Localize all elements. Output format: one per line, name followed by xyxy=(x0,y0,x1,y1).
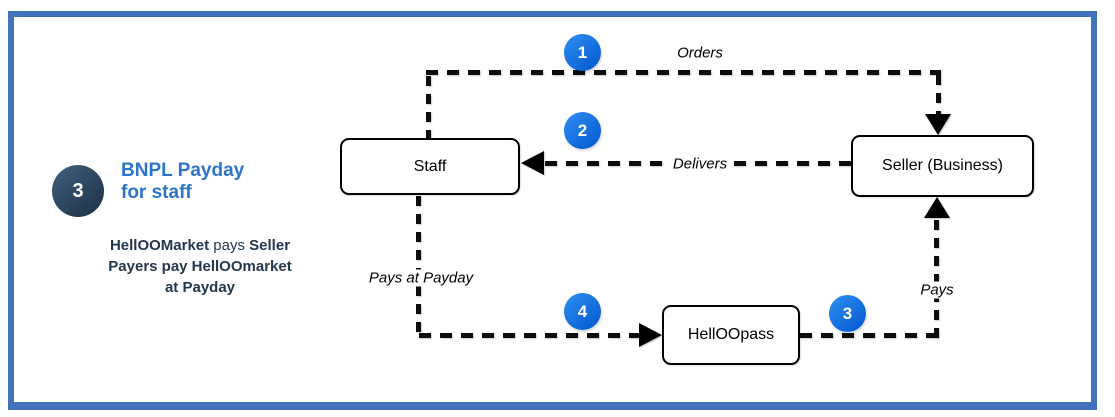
pays-arrowhead-icon xyxy=(924,197,950,218)
pays-edge-segment-vertical xyxy=(934,220,939,338)
legend-number-badge: 3 xyxy=(52,165,104,217)
step-badge-4: 4 xyxy=(564,293,601,330)
legend-description: HellOOMarket pays Seller Payers pay Hell… xyxy=(55,235,345,298)
orders-edge-segment-vertical-right xyxy=(936,75,941,117)
legend-description-line2: Payers pay HellOOmarket xyxy=(108,258,292,275)
step-badge-2-number: 2 xyxy=(577,120,588,140)
edge-label-delivers: Delivers xyxy=(668,155,732,173)
legend-title-line2: for staff xyxy=(121,182,192,203)
pays-at-payday-arrowhead-icon xyxy=(639,323,662,347)
legend-desc-regular: pays xyxy=(209,237,250,254)
diagram-frame xyxy=(8,11,1097,410)
legend-desc-bold2: Seller xyxy=(249,237,291,254)
step-badge-1: 1 xyxy=(564,34,601,71)
pays-at-payday-edge-segment-horizontal xyxy=(419,333,641,338)
delivers-arrowhead-icon xyxy=(521,151,544,175)
node-staff: Staff xyxy=(340,138,520,195)
step-badge-4-number: 4 xyxy=(577,301,588,321)
edge-label-pays: Pays xyxy=(916,281,958,299)
legend-badge-number: 3 xyxy=(72,179,84,202)
pays-at-payday-edge-segment-vertical xyxy=(416,196,421,338)
legend-title-line1: BNPL Payday xyxy=(121,160,245,181)
pays-edge-segment-horizontal xyxy=(800,333,939,338)
step-badge-3-number: 3 xyxy=(842,303,853,323)
legend-description-line3: at Payday xyxy=(164,279,236,296)
step-badge-2: 2 xyxy=(564,112,601,149)
legend-title: BNPL Payday for staff xyxy=(121,160,244,204)
edge-label-orders: Orders xyxy=(677,44,723,62)
orders-edge-segment-vertical-left xyxy=(426,76,431,138)
step-badge-3: 3 xyxy=(829,295,866,332)
legend-description-line1: HellOOMarket pays Seller xyxy=(55,235,345,256)
node-helloopass-label: HellOOpass xyxy=(687,326,775,343)
step-badge-1-number: 1 xyxy=(577,42,588,62)
node-seller: Seller (Business) xyxy=(851,135,1034,197)
edge-label-pays-at-payday: Pays at Payday xyxy=(364,269,478,287)
legend-desc-bold1: HellOOMarket xyxy=(109,237,210,254)
node-staff-label: Staff xyxy=(413,157,447,175)
orders-arrowhead-icon xyxy=(925,114,951,135)
orders-edge-segment-horizontal xyxy=(426,70,941,75)
node-seller-label: Seller (Business) xyxy=(882,157,1003,174)
node-helloopass: HellOOpass xyxy=(662,305,800,365)
